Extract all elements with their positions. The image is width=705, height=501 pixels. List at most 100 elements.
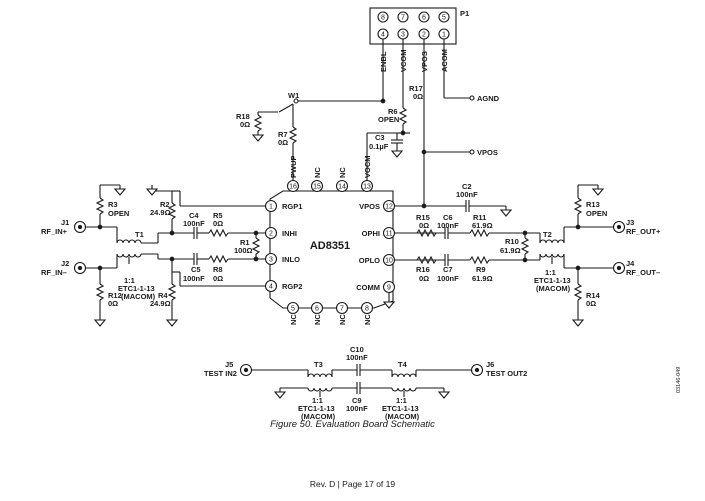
c9-value: 100nF (346, 404, 368, 413)
r13-value: OPEN (586, 209, 607, 218)
r14-ref: R14 (586, 291, 601, 300)
j5-connector[interactable] (239, 363, 253, 377)
c6-value: 100nF (437, 221, 459, 230)
pin-6-label: NC (313, 314, 322, 325)
j2-ref: J2 (61, 259, 69, 268)
pin-8-number: 8 (365, 306, 369, 313)
j3-ref: J3 (626, 218, 634, 227)
net-enbl: ENBL (379, 51, 388, 72)
t3-part: ETC1-1-13 (298, 404, 335, 413)
c5-ref: C5 (191, 265, 201, 274)
r2-value: 24.9Ω (150, 208, 171, 217)
t4-vendor: (MACOM) (385, 412, 420, 421)
r12-value: 0Ω (108, 299, 118, 308)
pin-5-label: NC (289, 314, 298, 325)
r6-value: OPEN (378, 115, 399, 124)
j1-ref: J1 (61, 218, 69, 227)
header-ref: P1 (460, 9, 469, 18)
j5-ref: J5 (225, 360, 233, 369)
r1-value: 100Ω (234, 246, 253, 255)
j4-connector[interactable] (612, 261, 626, 275)
r8-value: 0Ω (213, 274, 223, 283)
c4-value: 100nF (183, 219, 205, 228)
header-pin-7: 7 (401, 15, 405, 22)
t2-ref: T2 (543, 230, 552, 239)
j6-ref: J6 (486, 360, 494, 369)
pin-9-number: 9 (387, 285, 391, 292)
j1-name: RF_IN+ (41, 227, 68, 236)
pin-3-number: 3 (269, 257, 273, 264)
r4-value: 24.9Ω (150, 299, 171, 308)
header-pin-8: 8 (381, 15, 385, 22)
header-pin-1: 1 (442, 32, 446, 39)
r17-value: 0Ω (413, 92, 423, 101)
pin-14-number: 14 (338, 184, 346, 191)
r9-value: 61.9Ω (472, 274, 493, 283)
pin-4-number: 4 (269, 284, 273, 291)
j1-connector[interactable] (73, 220, 87, 234)
page-footer: Rev. D | Page 17 of 19 (309, 479, 396, 489)
pin-10-number: 10 (385, 258, 393, 265)
r7-value: 0Ω (278, 138, 288, 147)
c10-ref: C10 (350, 345, 364, 354)
power-control-section: W1 R18 0Ω R7 0Ω R17 0Ω R6 OPEN (236, 44, 512, 217)
r6-ref: R6 (388, 107, 398, 116)
pin-9-label: COMM (356, 283, 380, 292)
r5-ref: R5 (213, 211, 223, 220)
j6-connector[interactable] (470, 363, 484, 377)
pin-1-number: 1 (269, 204, 273, 211)
r14-value: 0Ω (586, 299, 596, 308)
ad8351-chip: AD8351 1 RGP1 2 INHI 3 INLO 4 RGP2 5 NC … (264, 156, 396, 325)
j3-name: RF_OUT+ (626, 227, 661, 236)
r3-ref: R3 (108, 200, 118, 209)
c9-ref: C9 (352, 396, 362, 405)
figure-caption: Figure 50. Evaluation Board Schematic (270, 419, 435, 430)
output-network: R15 0Ω C6 100nF R11 61.9Ω R16 0Ω C7 100n… (383, 184, 661, 327)
j5-name: TEST IN2 (204, 369, 237, 378)
c7-ref: C7 (443, 265, 453, 274)
j2-connector[interactable] (73, 261, 87, 275)
t1-vendor: (MACOM) (121, 292, 156, 301)
r16-ref: R16 (416, 265, 430, 274)
pin-10-label: OPLO (359, 256, 380, 265)
pin-4-label: RGP2 (282, 282, 302, 291)
r9-ref: R9 (476, 265, 486, 274)
transformer-t2: T2 1:1 ETC1-1-13 (MACOM) (534, 227, 571, 293)
t3-ref: T3 (314, 360, 323, 369)
r8-ref: R8 (213, 265, 223, 274)
t2-part: ETC1-1-13 (534, 276, 571, 285)
r17-ref: R17 (409, 84, 423, 93)
header-pin-6: 6 (422, 15, 426, 22)
j2-name: RF_IN– (41, 268, 67, 277)
c2-value: 100nF (456, 190, 478, 199)
j4-ref: J4 (626, 259, 635, 268)
pin-3-label: INLO (282, 255, 300, 264)
t2-vendor: (MACOM) (536, 284, 571, 293)
pin-15-number: 15 (313, 184, 321, 191)
t4-ref: T4 (398, 360, 408, 369)
j3-connector[interactable] (612, 220, 626, 234)
c3-value: 0.1µF (369, 142, 389, 151)
net-vpos: VPOS (477, 148, 498, 157)
r10-ref: R10 (505, 237, 519, 246)
pin-1-label: RGP1 (282, 202, 302, 211)
header-pin-2: 2 (422, 32, 426, 39)
pin-14-label: NC (338, 167, 347, 178)
t1-ratio: 1:1 (124, 276, 135, 285)
switch-ref: W1 (288, 91, 299, 100)
r5-value: 0Ω (213, 219, 223, 228)
r7-ref: R7 (278, 130, 288, 139)
chip-name: AD8351 (310, 240, 350, 252)
pin-11-number: 11 (385, 231, 392, 238)
t3-ratio: 1:1 (312, 396, 323, 405)
r15-ref: R15 (416, 213, 430, 222)
pin-15-label: NC (313, 167, 322, 178)
header-pin-5: 5 (442, 15, 446, 22)
pin-6-number: 6 (315, 306, 319, 313)
c2-ref: C2 (462, 182, 472, 191)
pin-2-number: 2 (269, 231, 273, 238)
c4-ref: C4 (189, 211, 199, 220)
r1-ref: R1 (240, 238, 250, 247)
pin-5-number: 5 (291, 306, 295, 313)
